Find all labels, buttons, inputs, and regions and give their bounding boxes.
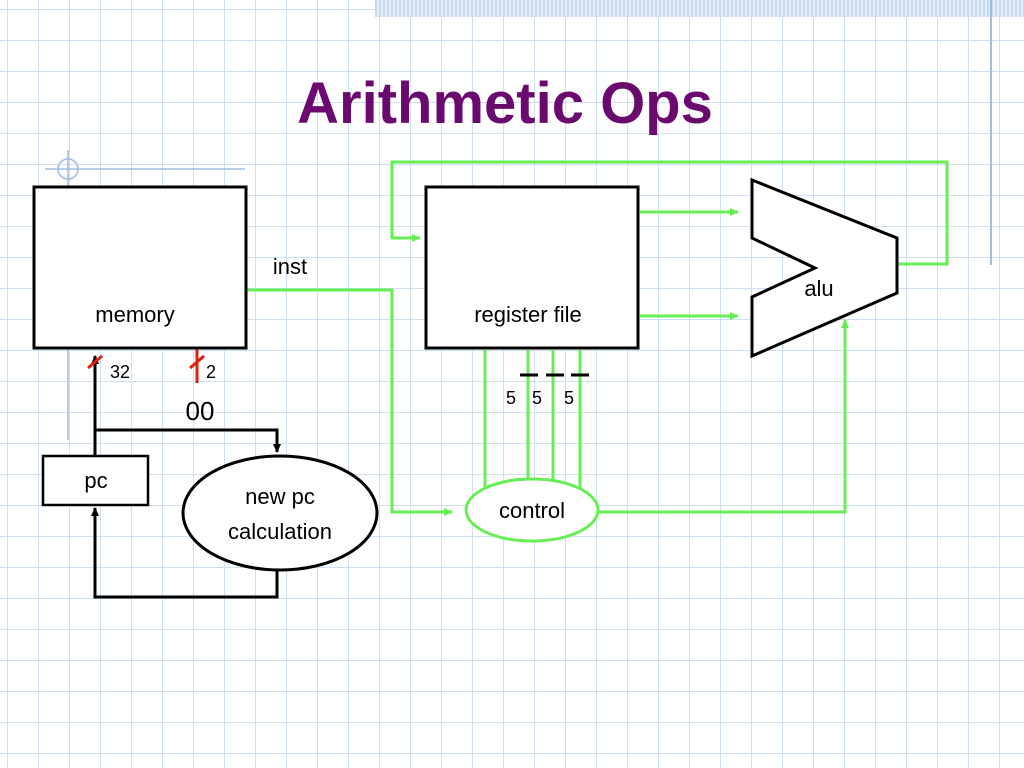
newpc-to-pc-wire bbox=[91, 507, 279, 599]
pc-register bbox=[41, 454, 150, 507]
low-bits-label: 00 bbox=[186, 396, 215, 426]
alu-feedback-wire bbox=[390, 160, 949, 266]
bus-width-ticks bbox=[87, 345, 205, 383]
black-wires bbox=[91, 355, 589, 599]
register-file-block bbox=[424, 185, 640, 350]
new-pc-label-line2: calculation bbox=[228, 519, 332, 544]
decorative-right-rule bbox=[990, 0, 992, 265]
inst-wire bbox=[240, 288, 453, 516]
reg-field-2-label: 5 bbox=[532, 388, 542, 408]
tick-32 bbox=[87, 354, 103, 370]
memory-label: memory bbox=[95, 302, 174, 327]
tick-2 bbox=[189, 354, 205, 370]
new-pc-calculation-block bbox=[181, 454, 379, 572]
green-wires bbox=[240, 160, 949, 516]
reg-field-1-label: 5 bbox=[506, 388, 516, 408]
control-to-alu-wire bbox=[598, 319, 849, 514]
pc-label: pc bbox=[84, 468, 107, 493]
pc-to-newpc-wire bbox=[95, 428, 281, 453]
control-block bbox=[464, 477, 600, 543]
bus-width-2-label: 2 bbox=[206, 362, 216, 382]
alu-block bbox=[750, 177, 899, 359]
decorative-top-band bbox=[375, 0, 1024, 17]
slide-title: Arithmetic Ops bbox=[297, 71, 713, 136]
new-pc-label-line1: new pc bbox=[245, 484, 315, 509]
alu-label: alu bbox=[804, 276, 833, 301]
control-label: control bbox=[499, 498, 565, 523]
register-file-label: register file bbox=[474, 302, 582, 327]
bus-width-32-label: 32 bbox=[110, 362, 130, 382]
reg-field-3-label: 5 bbox=[564, 388, 574, 408]
memory-block bbox=[32, 185, 248, 350]
inst-label: inst bbox=[273, 254, 307, 279]
